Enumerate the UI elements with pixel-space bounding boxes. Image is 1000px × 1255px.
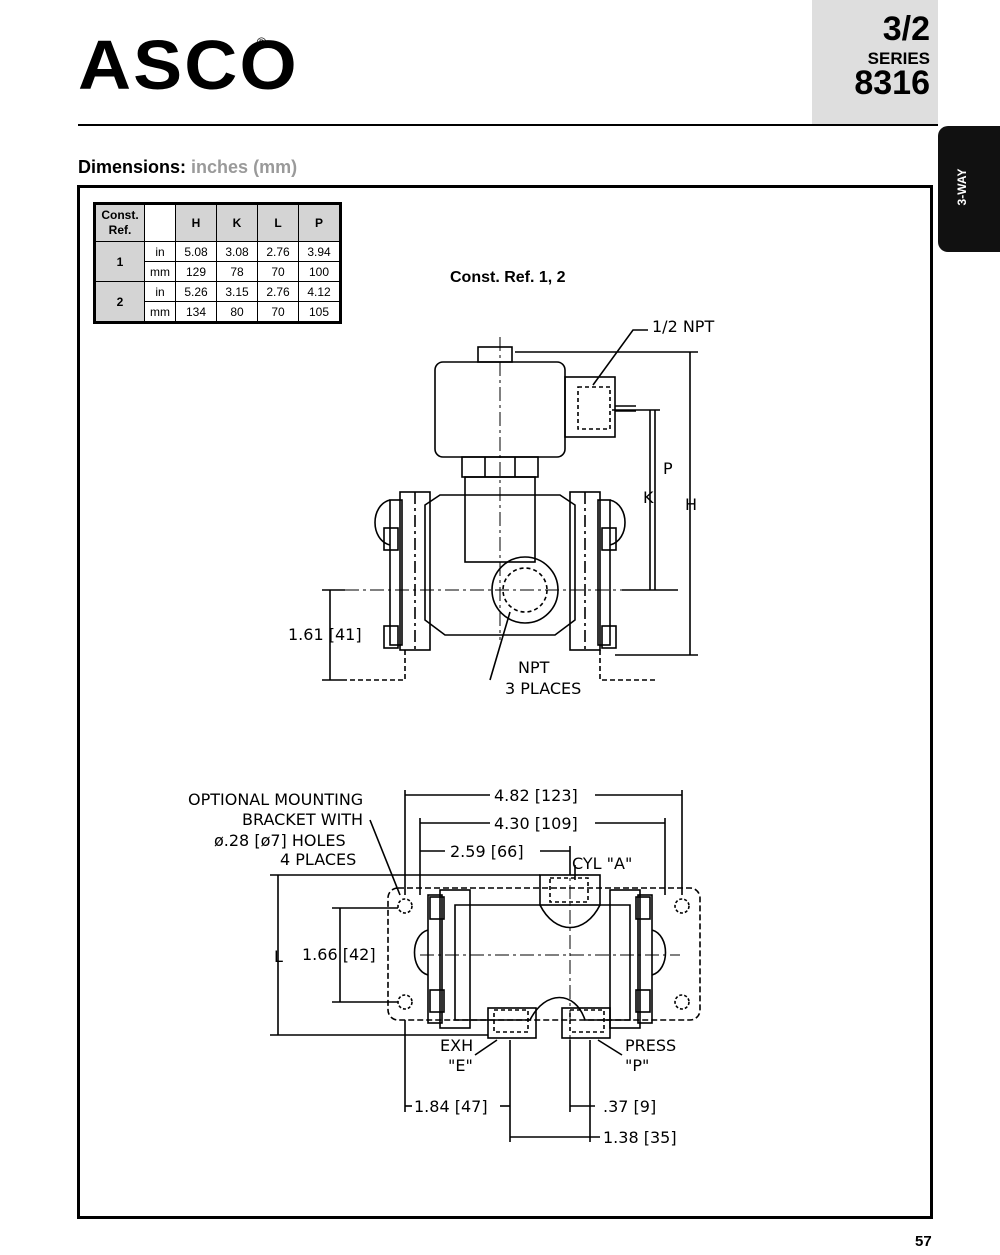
bracket-hole: [674, 994, 690, 1010]
bracket-hole: [397, 898, 413, 914]
value-cell: 80: [216, 301, 258, 323]
dim-1-61: 1.61 [41]: [288, 625, 362, 644]
registered-mark: ®: [255, 36, 268, 51]
label-npt: NPT: [518, 658, 550, 677]
bracket-note-line3: ø.28 [ø7] HOLES: [214, 831, 346, 850]
label-press-p: "P": [625, 1056, 649, 1075]
npt-thread-hidden: [577, 386, 611, 430]
bracket-note-line4: 4 PLACES: [280, 850, 356, 869]
col-header: K: [216, 203, 258, 242]
drawing-title: Const. Ref. 1, 2: [450, 269, 566, 286]
drawing-frame: [77, 185, 933, 1219]
valve-body: [424, 494, 576, 636]
dim-1-84: 1.84 [47]: [414, 1097, 488, 1116]
value-cell: 3.94: [298, 241, 341, 262]
mounting-bracket: [387, 887, 701, 1021]
unit-header: [144, 203, 176, 242]
label-p: P: [663, 459, 673, 478]
label-press: PRESS: [625, 1036, 676, 1055]
ref-cell: 2: [94, 281, 145, 323]
table-row: 2 in 5.26 3.15 2.76 4.12: [94, 281, 341, 323]
table-row: 1 in 5.08 3.08 2.76 3.94: [94, 241, 341, 282]
col-header: L: [257, 203, 299, 242]
unit-cell: in: [144, 241, 176, 262]
table-header-row: Const.Ref. H K L P: [94, 203, 341, 242]
plan-body: [454, 904, 631, 1021]
label-exh-e: "E": [448, 1056, 473, 1075]
exh-port-boss: [487, 1007, 537, 1039]
value-cell: 105: [298, 301, 341, 323]
valve-side-view: [322, 329, 698, 681]
table-row: mm 134 80 70 105: [95, 301, 341, 323]
bracket-note-line1: OPTIONAL MOUNTING: [188, 790, 363, 809]
plan-right-flange: [609, 889, 641, 1029]
valve-plan-view: [270, 790, 701, 1142]
dimensions-table: Const.Ref. H K L P 1 in 5.08 3.08 2.76 3…: [93, 202, 342, 324]
label-half-npt: 1/2 NPT: [652, 317, 714, 336]
page-number: 57: [915, 1233, 932, 1250]
label-3-places: 3 PLACES: [505, 679, 581, 698]
side-tab: 3-WAY: [938, 126, 1000, 252]
series-box: 3/2 SERIES 8316: [812, 0, 938, 124]
dim-4-30: 4.30 [109]: [494, 814, 578, 833]
conduit-hub: [564, 376, 616, 438]
dim-4-82: 4.82 [123]: [494, 786, 578, 805]
label-cyl-a: CYL "A": [572, 854, 632, 873]
solenoid-cap: [477, 346, 513, 363]
dim-1-66: 1.66 [42]: [302, 945, 376, 964]
section-title: Dimensions: inches (mm): [78, 157, 297, 178]
bracket-hole: [397, 994, 413, 1010]
bracket-note-line2: BRACKET WITH: [242, 810, 363, 829]
dim-0-37: .37 [9]: [603, 1097, 656, 1116]
label-l: L: [274, 947, 283, 966]
plan-left-flange: [439, 889, 471, 1029]
value-cell: 5.26: [175, 281, 217, 302]
label-k: K: [643, 488, 654, 507]
ref-header: Const.Ref.: [94, 203, 145, 242]
series-label: SERIES: [867, 49, 930, 68]
section-title-text: Dimensions:: [78, 157, 187, 177]
dim-2-59: 2.59 [66]: [450, 842, 524, 861]
value-cell: 3.08: [216, 241, 258, 262]
ref-cell: 1: [94, 241, 145, 282]
value-cell: 134: [175, 301, 217, 323]
value-cell: 2.76: [257, 281, 299, 302]
series-number: 8316: [854, 64, 930, 102]
unit-cell: mm: [144, 301, 176, 323]
valve-code: 3/2: [882, 10, 930, 48]
header-rule: [78, 124, 938, 126]
label-exh: EXH: [440, 1036, 473, 1055]
value-cell: 5.08: [175, 241, 217, 262]
value-cell: 70: [257, 261, 299, 282]
brand-logo: ASCO: [78, 26, 299, 104]
unit-cell: in: [144, 281, 176, 302]
label-h: H: [685, 495, 697, 514]
dim-1-38: 1.38 [35]: [603, 1128, 677, 1147]
bracket-hole: [674, 898, 690, 914]
value-cell: 3.15: [216, 281, 258, 302]
unit-cell: mm: [144, 261, 176, 282]
section-units: inches (mm): [191, 157, 298, 177]
